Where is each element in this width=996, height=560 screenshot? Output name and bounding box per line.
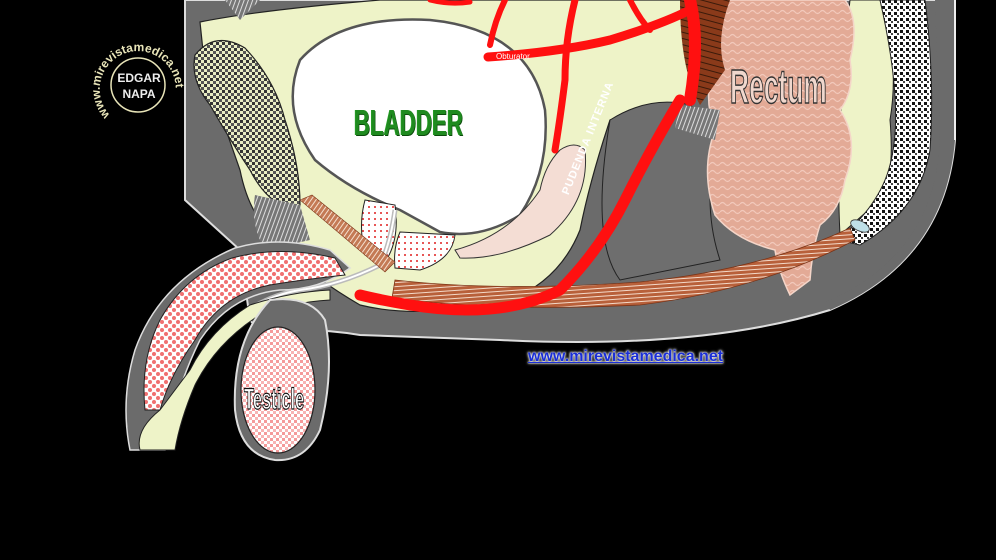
obturator-artery <box>483 5 695 62</box>
arteries <box>354 0 701 316</box>
vessel-blue <box>850 219 870 233</box>
ischiorectal-fat <box>836 0 933 246</box>
corpus-cavernosum <box>143 251 346 411</box>
body-edge-right <box>826 0 955 310</box>
watermark-name: EDGAR NAPA <box>116 70 162 102</box>
suspensory-ligament <box>253 195 310 250</box>
watermark-name-line1: EDGAR <box>117 71 161 85</box>
puboprostatic-muscle <box>299 194 396 273</box>
prostate-right <box>394 231 456 271</box>
watermark-name-line2: NAPA <box>122 87 156 101</box>
rectum-label: Rectum <box>730 60 828 115</box>
testicle-label: Testicle <box>244 382 305 416</box>
pubic-symphysis <box>193 39 301 211</box>
bladder-label: BLADDER <box>354 102 464 143</box>
ligament-top <box>225 0 260 20</box>
obturator-label: Obturator <box>496 52 530 61</box>
testicle <box>240 326 316 454</box>
coccygeus-fibers <box>675 105 720 140</box>
bladder <box>291 18 547 236</box>
branch-artery-4 <box>684 0 701 106</box>
site-link[interactable]: www.mirevistamedica.net <box>528 348 724 365</box>
rectovesical-space <box>601 101 721 281</box>
branch-artery-3 <box>427 0 473 6</box>
seminal-vesicle <box>454 144 587 259</box>
branch-artery-2 <box>487 0 508 48</box>
branch-artery-5 <box>627 0 653 33</box>
pudenda-interna-artery <box>354 94 686 316</box>
branch-artery-1 <box>551 0 579 154</box>
